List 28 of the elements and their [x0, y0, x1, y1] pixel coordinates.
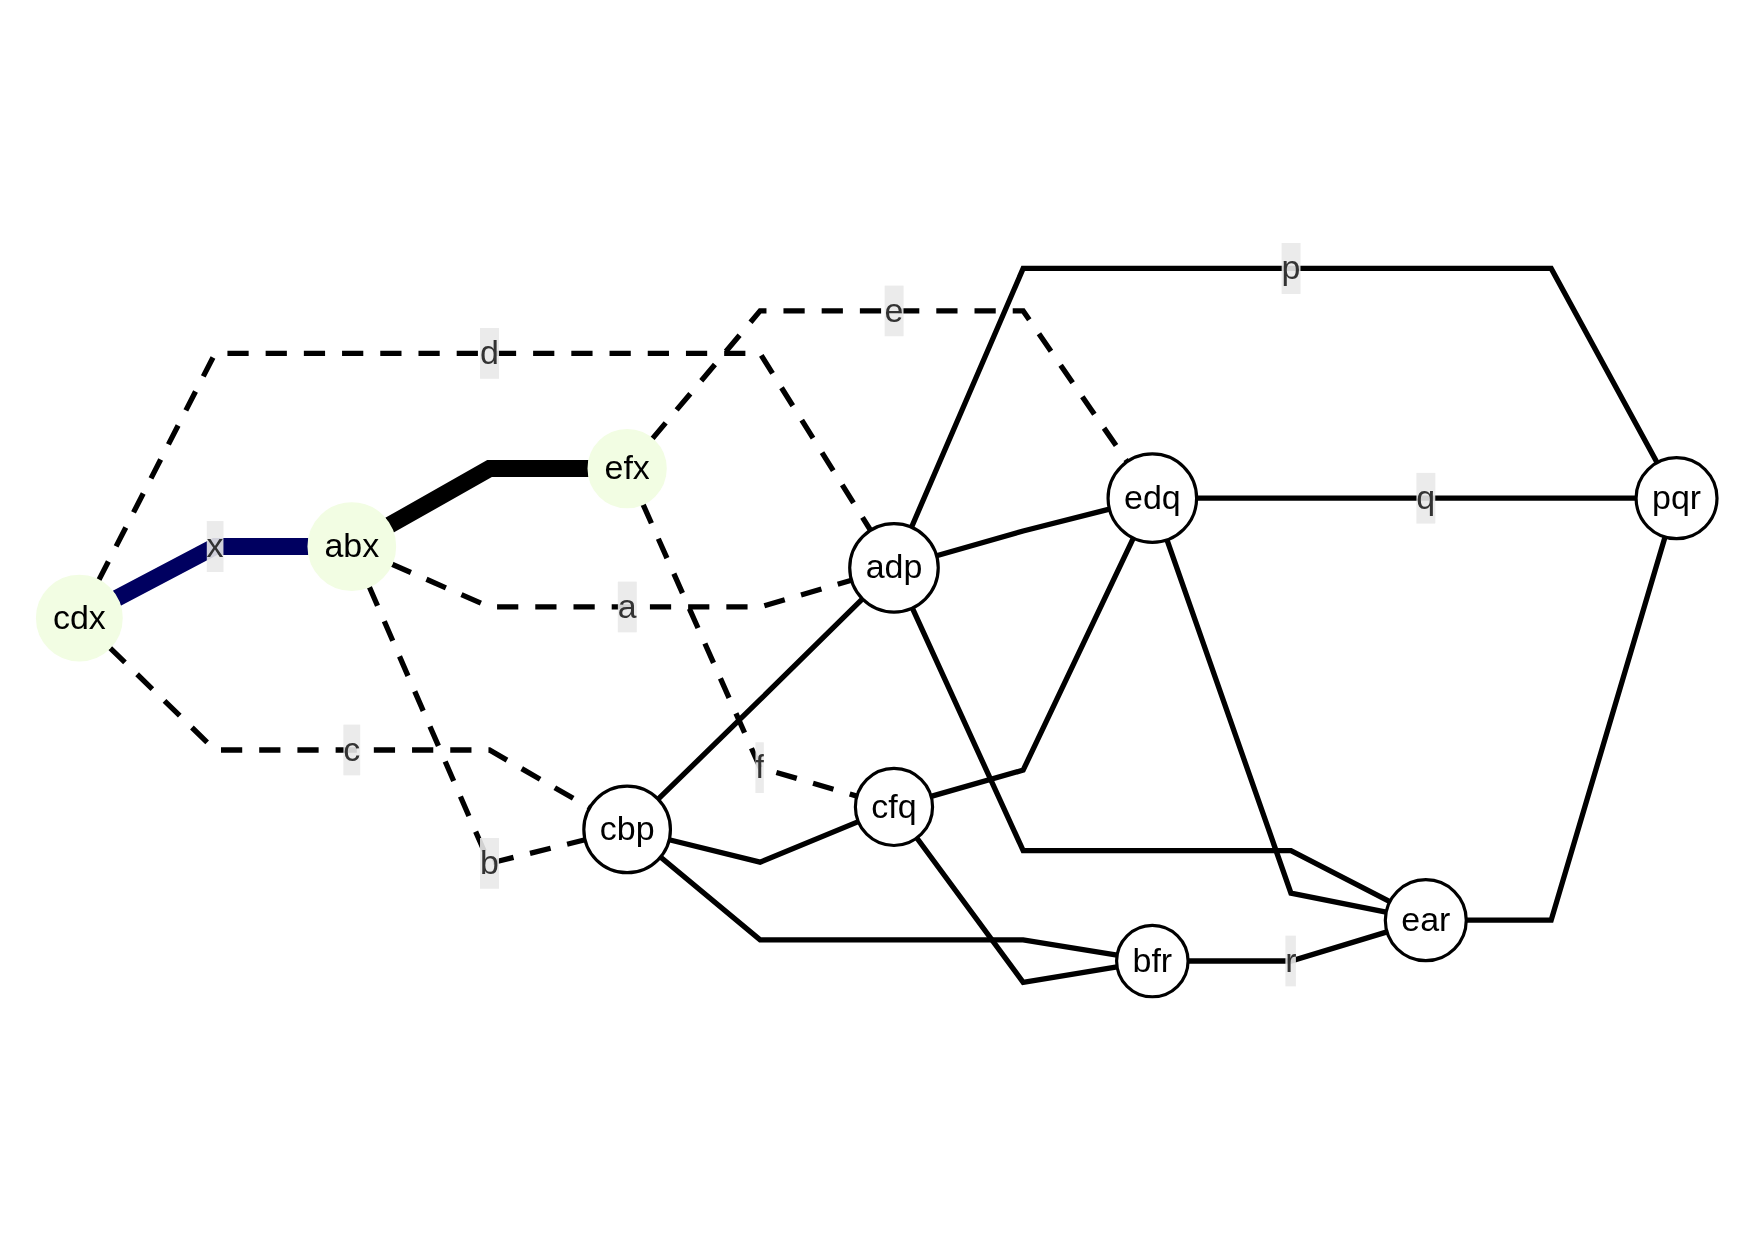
node-circle: abx: [307, 502, 397, 592]
node-circle: pqr: [1634, 456, 1719, 541]
connector: [656, 597, 865, 802]
edge-label: f: [755, 748, 765, 785]
connector: [96, 350, 873, 582]
edge-label: d: [480, 334, 499, 371]
edge-label: r: [1285, 942, 1297, 979]
node-circle: cfq: [853, 766, 935, 848]
node-circle: adp: [848, 522, 940, 614]
connector: [909, 607, 1392, 905]
edge-label: b: [480, 844, 499, 881]
node-circle: bfr: [1115, 923, 1190, 999]
connector: [385, 460, 589, 533]
connector: [649, 308, 1130, 464]
edge-label: e: [884, 291, 904, 329]
node-circle: ear: [1383, 878, 1468, 963]
edge-label: a: [617, 587, 637, 625]
node-circle: efx: [587, 429, 667, 509]
connector: [909, 265, 1660, 529]
connector: [930, 537, 1136, 800]
connector: [112, 538, 309, 606]
edge-label: p: [1281, 249, 1301, 286]
node-circle: edq: [1106, 452, 1199, 545]
node-circle: cbp: [582, 784, 673, 875]
edge-label: x: [206, 527, 224, 564]
edge-label: c: [343, 731, 361, 768]
edge-label: q: [1416, 479, 1436, 516]
node-circle: cdx: [35, 574, 123, 662]
